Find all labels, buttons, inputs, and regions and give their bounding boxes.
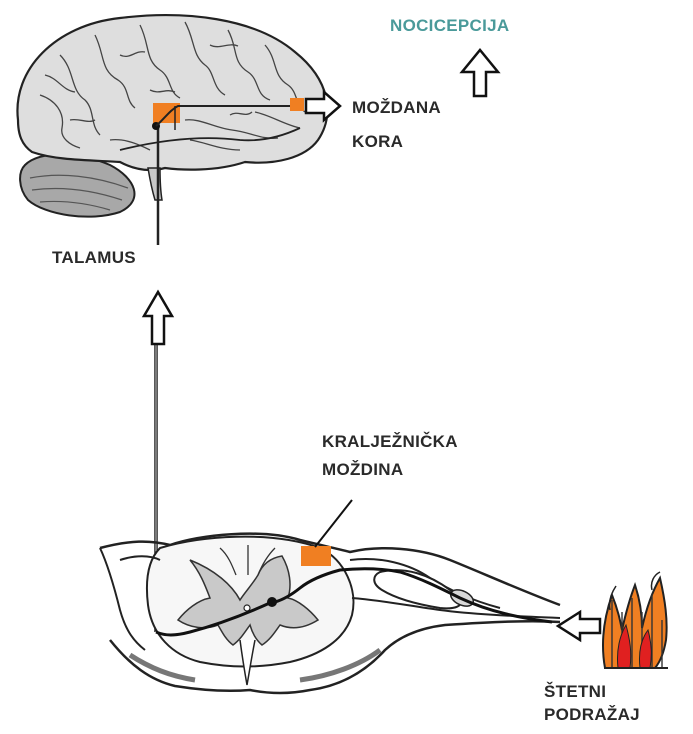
flame-icon	[603, 572, 668, 668]
cortex-marker	[290, 98, 304, 111]
cerebellum-icon	[20, 154, 134, 216]
cortex-label-line2: KORA	[352, 130, 403, 154]
thalamus-label: TALAMUS	[52, 246, 136, 270]
spinal-cord-label-line1: KRALJEŽNIČKA	[322, 430, 458, 454]
arrow-left-icon	[558, 612, 600, 640]
arrow-up-icon	[144, 292, 172, 344]
thalamus-marker	[153, 103, 180, 123]
spinal-cord-label-line2: MOŽDINA	[322, 458, 403, 482]
spinal-marker	[301, 546, 331, 566]
stimulus-label-line2: PODRAŽAJ	[544, 703, 640, 727]
stimulus-label-line1: ŠTETNI	[544, 680, 606, 704]
brainstem-icon	[148, 168, 162, 200]
cerebrum-icon	[17, 15, 327, 170]
nociception-label: NOCICEPCIJA	[390, 14, 510, 38]
cortex-label-line1: MOŽDANA	[352, 96, 441, 120]
arrow-up-icon	[462, 50, 498, 96]
